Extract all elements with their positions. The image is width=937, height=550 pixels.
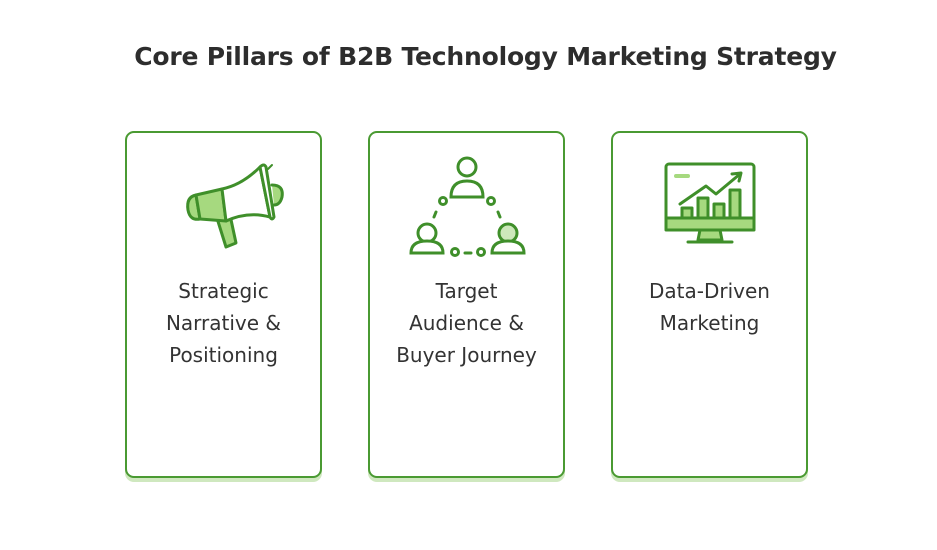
- label-line: Narrative &: [165, 311, 282, 335]
- pillar-card-target-audience: Target Audience & Buyer Journey: [368, 131, 565, 478]
- label-line: Target: [435, 279, 498, 303]
- label-line: Audience &: [409, 311, 524, 335]
- label-line: Positioning: [169, 343, 278, 367]
- label-line: Data-Driven: [649, 279, 770, 303]
- people-network-icon: [370, 155, 563, 257]
- pillar-label: Strategic Narrative & Positioning: [127, 275, 320, 371]
- label-line: Marketing: [659, 311, 760, 335]
- label-line: Buyer Journey: [396, 343, 537, 367]
- megaphone-icon: [127, 155, 320, 255]
- pillar-card-strategic-narrative: Strategic Narrative & Positioning: [125, 131, 322, 478]
- pillar-card-data-driven: Data-Driven Marketing: [611, 131, 808, 478]
- analytics-monitor-icon: [613, 155, 806, 255]
- page-title: Core Pillars of B2B Technology Marketing…: [134, 42, 837, 71]
- pillar-label: Target Audience & Buyer Journey: [370, 275, 563, 371]
- label-line: Strategic: [178, 279, 269, 303]
- pillar-label: Data-Driven Marketing: [613, 275, 806, 339]
